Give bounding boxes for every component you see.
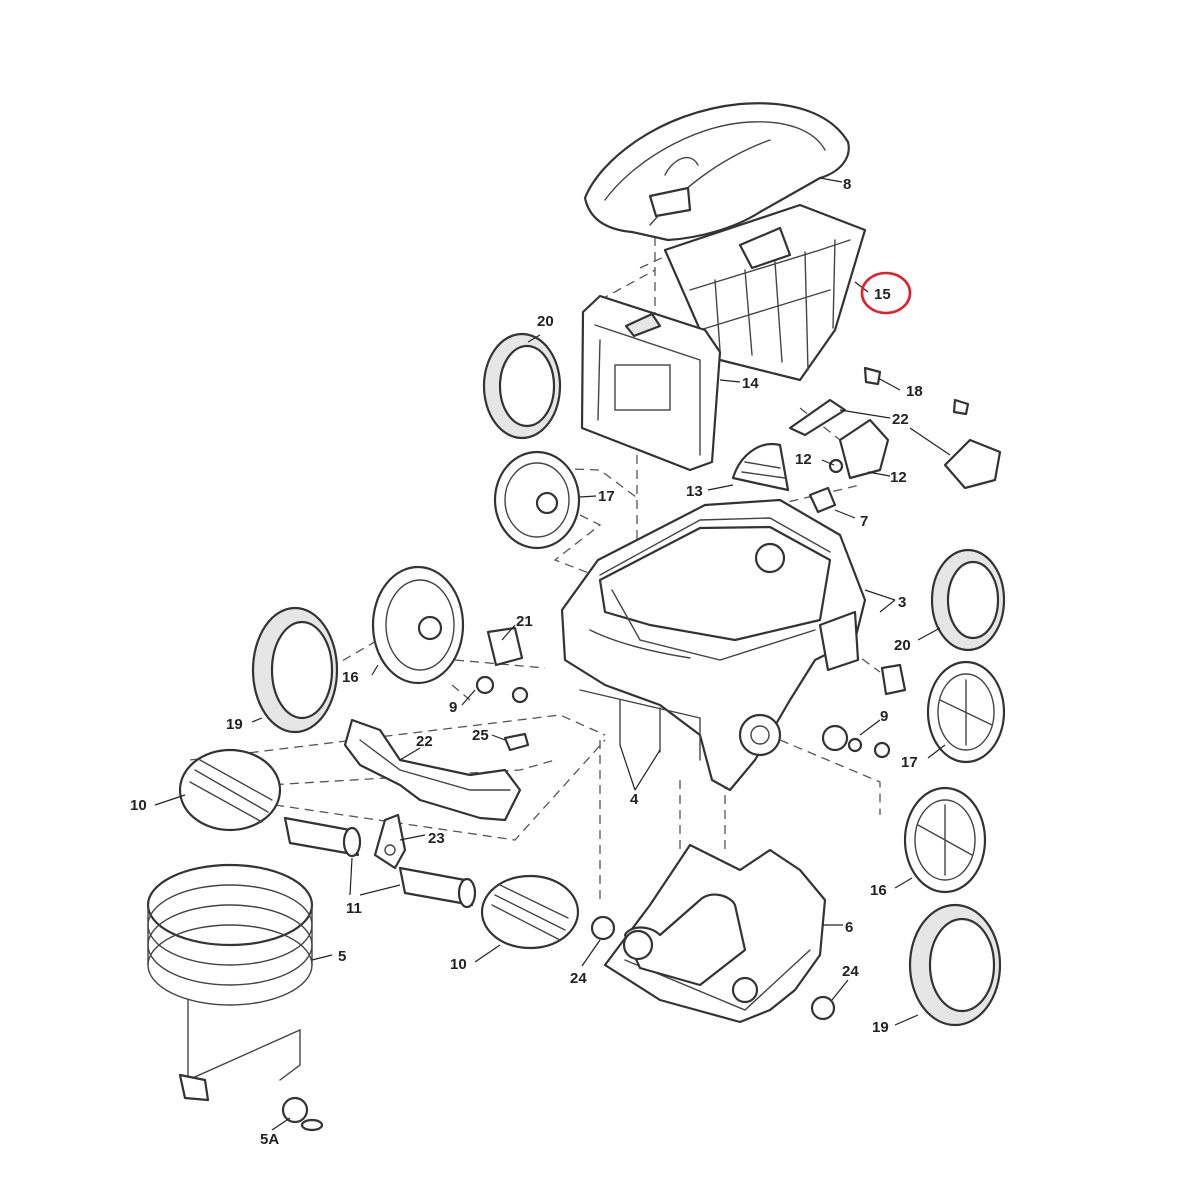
part-14-filter-frame xyxy=(580,294,722,472)
callout-5: 5 xyxy=(338,948,346,965)
callout-25: 25 xyxy=(472,727,489,744)
callout-23: 23 xyxy=(428,830,445,847)
callout-17-right: 17 xyxy=(901,754,918,771)
part-22-front-bumper xyxy=(343,718,522,822)
part-12-impeller xyxy=(828,418,890,480)
part-19-track-left xyxy=(251,606,339,734)
leader-lines xyxy=(154,177,951,1131)
part-24-gears xyxy=(590,915,836,1021)
part-8-lid xyxy=(583,102,850,242)
callout-9-left: 9 xyxy=(449,699,457,716)
part-13-grille xyxy=(731,442,790,492)
part-10-brush-upper xyxy=(178,748,282,832)
callout-14: 14 xyxy=(742,375,759,392)
part-9-axle-hardware xyxy=(475,675,891,759)
callout-24-left: 24 xyxy=(570,970,587,987)
highlight-circle xyxy=(860,271,912,315)
callout-19-right: 19 xyxy=(872,1019,889,1036)
callout-22-lower: 22 xyxy=(416,733,433,750)
part-11-roller-lower xyxy=(398,866,477,909)
callout-5A: 5A xyxy=(260,1131,279,1148)
part-15-filter-basket xyxy=(663,203,867,382)
part-6-motor-housing xyxy=(603,843,827,1024)
callout-12-left: 12 xyxy=(795,451,812,468)
part-17-wheel-right xyxy=(926,660,1006,764)
part-25-clip xyxy=(503,732,530,752)
callout-12-right: 12 xyxy=(890,469,907,486)
part-3-main-body xyxy=(560,498,867,792)
part-16-wheel-left xyxy=(371,565,465,685)
part-18-clips xyxy=(863,366,970,416)
part-20-track-upper xyxy=(482,332,562,440)
callout-18: 18 xyxy=(906,383,923,400)
part-5A-connector xyxy=(281,1096,324,1132)
callout-21: 21 xyxy=(516,613,533,630)
part-23-bracket xyxy=(373,813,407,870)
part-19-track-right xyxy=(908,903,1002,1027)
callout-4: 4 xyxy=(630,791,639,808)
part-22-side-bumper xyxy=(788,398,1002,490)
callout-24-right: 24 xyxy=(842,963,859,980)
callout-22-upper: 22 xyxy=(892,411,909,428)
callout-8: 8 xyxy=(843,176,851,193)
part-11-roller-upper xyxy=(283,816,362,858)
callout-10-lower: 10 xyxy=(450,956,467,973)
callout-7: 7 xyxy=(860,513,868,530)
part-20-track-right xyxy=(930,548,1006,652)
callout-19-left: 19 xyxy=(226,716,243,733)
callout-9-right: 9 xyxy=(880,708,888,725)
callout-17-upper: 17 xyxy=(598,488,615,505)
callout-20-right: 20 xyxy=(894,637,911,654)
callout-11: 11 xyxy=(346,900,362,917)
callout-10-upper: 10 xyxy=(130,797,147,814)
part-7-nozzle xyxy=(808,486,837,514)
callout-labels: 8 15 20 14 18 22 12 12 13 17 7 3 21 16 9… xyxy=(130,176,923,1148)
callout-3: 3 xyxy=(898,594,906,611)
part-5-cable-coil xyxy=(146,863,314,1102)
part-17-wheel-upper xyxy=(493,450,581,550)
part-21-bearing xyxy=(486,626,907,696)
part-10-brush-lower xyxy=(480,874,580,950)
callout-15: 15 xyxy=(874,286,891,303)
callout-13: 13 xyxy=(686,483,703,500)
callout-6: 6 xyxy=(845,919,853,936)
callout-16-right: 16 xyxy=(870,882,887,899)
callout-16-left: 16 xyxy=(342,669,359,686)
callout-20-upper: 20 xyxy=(537,313,554,330)
part-16-wheel-right xyxy=(903,786,987,894)
